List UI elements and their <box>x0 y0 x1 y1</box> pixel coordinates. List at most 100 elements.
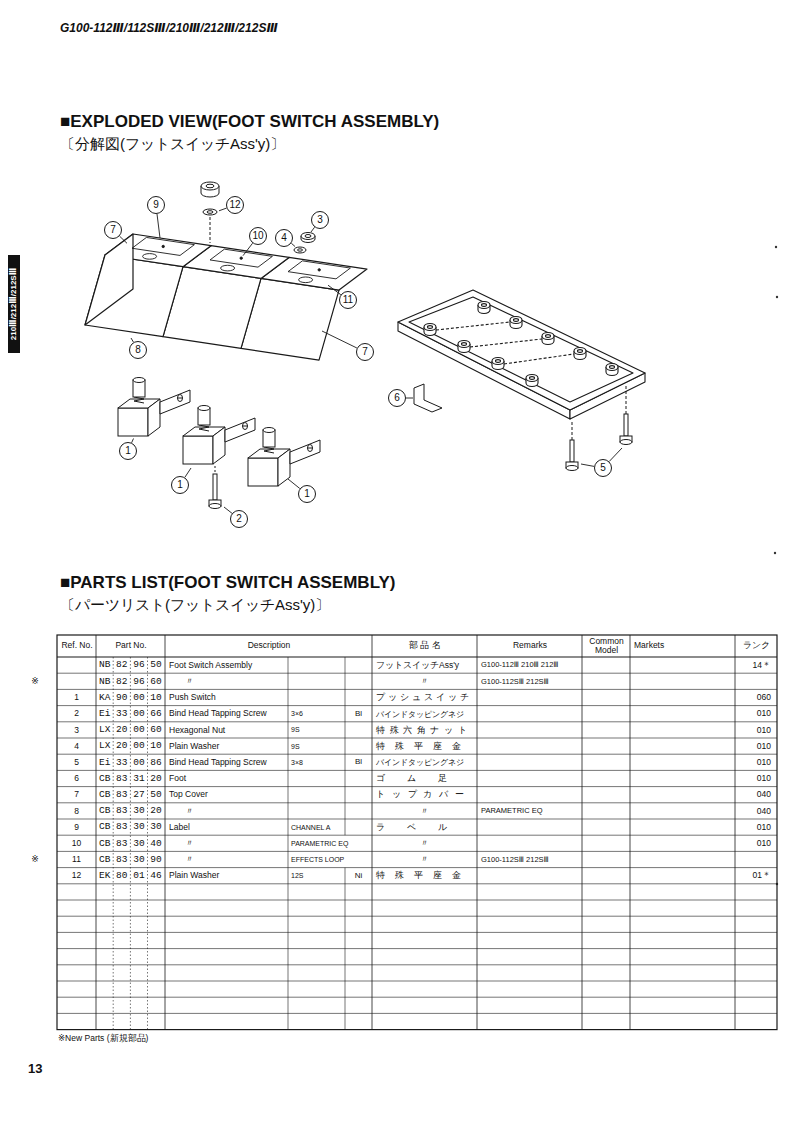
leader-line <box>291 243 295 246</box>
table-rule <box>372 635 373 1030</box>
part-number: CB 83 27 50 <box>99 790 162 800</box>
push-switch <box>183 406 255 465</box>
callout-text: 5 <box>600 463 606 473</box>
leader-line <box>120 208 622 513</box>
boss <box>542 333 554 340</box>
boss <box>424 324 436 331</box>
ref-number: 1 <box>74 693 79 702</box>
table-cell: 12 <box>57 868 96 884</box>
table-rule <box>57 786 777 787</box>
table-header-cell: 部 品 名 <box>372 635 477 657</box>
table-cell: バインドタッピングネジ <box>372 754 477 770</box>
table-rule <box>57 835 777 836</box>
table-text: フットスイッチAss'y <box>376 661 459 670</box>
switch-body <box>183 436 213 464</box>
ref-number: 7 <box>74 790 79 799</box>
table-cell: EK 80 01 46 <box>96 868 165 884</box>
switch-body <box>278 449 290 486</box>
table-cell: フットスイッチAss'y <box>372 657 477 673</box>
table-cell: ※ <box>28 673 42 689</box>
label-plate <box>288 261 350 279</box>
switch-body <box>118 408 148 436</box>
table-text: 01＊ <box>753 871 771 880</box>
table-rule <box>57 705 777 706</box>
table-rule <box>57 997 777 998</box>
table-rule <box>582 635 583 1030</box>
screw-head <box>620 440 632 445</box>
table-header-cell: Markets <box>630 635 735 657</box>
table-text: G100-112SⅢ 212SⅢ <box>481 856 549 864</box>
hole <box>299 277 313 283</box>
label-plate <box>210 249 272 267</box>
table-cell: Foot <box>165 770 288 786</box>
table-cell: CB 83 30 90 <box>96 851 165 867</box>
table-cell: 4 <box>57 738 96 754</box>
table-cell: 14＊ <box>735 657 777 673</box>
screw-shank <box>624 414 628 436</box>
boss-hole <box>546 335 551 338</box>
boss <box>526 375 538 382</box>
table-text: 060 <box>757 693 771 702</box>
part-number: NB 82 96 50 <box>99 660 162 670</box>
table-rule <box>57 916 777 917</box>
callout-text: 1 <box>125 446 131 456</box>
switch-body <box>148 399 160 436</box>
leader-line <box>157 214 160 238</box>
table-cell: 010 <box>735 819 777 835</box>
callout-number: 5 <box>594 459 612 477</box>
column-heading: Description <box>248 641 291 650</box>
callout-text: 11 <box>343 295 353 305</box>
spring <box>264 447 274 453</box>
column-heading: Remarks <box>513 641 547 650</box>
table-cell: バインドタッピングネジ <box>372 706 477 722</box>
table-cell: 3×8 <box>288 754 345 770</box>
callout-number: 1 <box>298 485 316 503</box>
table-text: G100-112Ⅲ 210Ⅲ 212Ⅲ <box>481 661 559 669</box>
table-rule <box>57 770 777 771</box>
column-heading: Part No. <box>115 641 146 650</box>
table-cell: 010 <box>735 754 777 770</box>
leader-line <box>406 398 413 399</box>
column-heading: ランク <box>743 641 770 650</box>
margin-dot <box>774 552 776 554</box>
table-rule <box>57 883 777 884</box>
tapping-screw <box>209 466 221 509</box>
push-switch <box>118 378 190 437</box>
rubber-foot <box>414 384 442 412</box>
center-line <box>572 422 573 440</box>
table-cell: 特殊平座金 <box>372 868 477 884</box>
callout-number: 7 <box>356 343 374 361</box>
terminal <box>308 445 313 452</box>
table-cell: 〃 <box>372 835 477 851</box>
table-cell: CB 83 30 20 <box>96 803 165 819</box>
table-cell: 1 <box>57 689 96 705</box>
table-cell: 〃 <box>372 851 477 867</box>
table-text: 特殊平座金 <box>376 742 471 751</box>
table-rule <box>735 635 736 1030</box>
boss-hole <box>514 319 519 322</box>
table-cell: プッシュスイッチ <box>372 689 477 705</box>
push-switch <box>248 428 320 487</box>
table-text: 特殊平座金 <box>376 871 471 880</box>
table-text: 010 <box>757 774 771 783</box>
hidden-line <box>470 339 542 347</box>
leader-line <box>581 464 594 466</box>
table-text: 040 <box>757 807 771 816</box>
table-cell: 9S <box>288 738 345 754</box>
table-text: Top Cover <box>169 790 208 799</box>
screw-head <box>566 466 578 471</box>
table-cell: 〃 <box>165 835 288 851</box>
leader-line <box>322 331 357 348</box>
margin-dot <box>775 246 777 248</box>
hole <box>143 254 157 260</box>
callout-number: 9 <box>147 196 165 214</box>
table-cell: NB 82 96 60 <box>96 673 165 689</box>
table-rule <box>57 964 777 965</box>
table-text: 〃 <box>185 677 194 686</box>
table-text: CHANNEL A <box>291 824 330 831</box>
footnote: ※New Parts (新規部品) <box>58 1034 148 1043</box>
callout-text: 3 <box>317 215 323 225</box>
table-cell: LX 20 00 60 <box>96 722 165 738</box>
screw-shank <box>213 474 217 500</box>
leader-line <box>311 227 315 232</box>
